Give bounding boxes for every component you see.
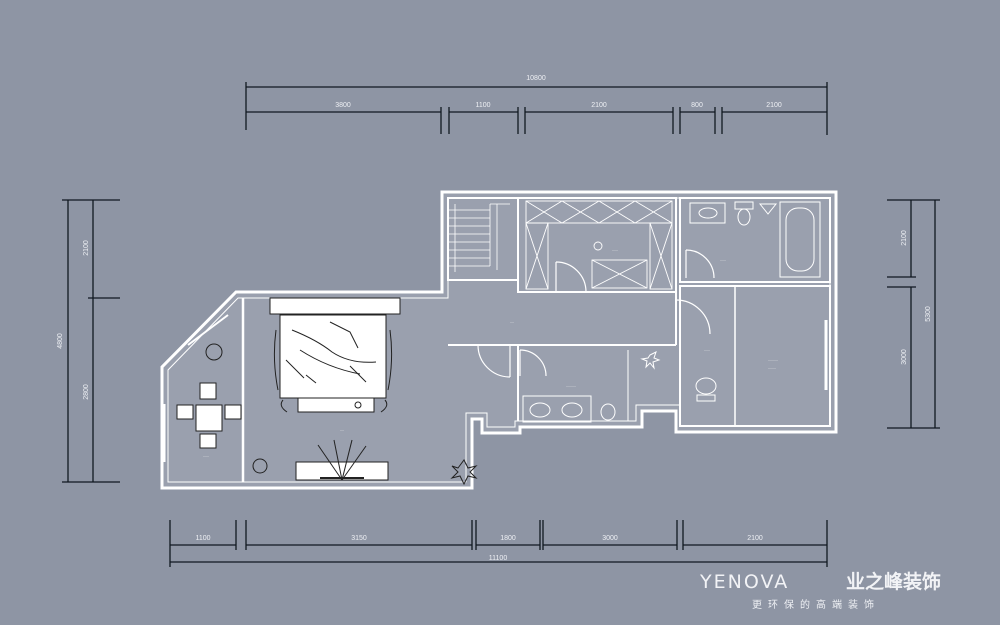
left-total-label: 4800 xyxy=(57,333,64,349)
svg-text:···: ··· xyxy=(720,258,726,264)
top-seg-4: 800 xyxy=(691,102,703,109)
svg-text:··: ·· xyxy=(340,428,344,434)
bottom-total-label: 11100 xyxy=(489,555,508,562)
brand-name-cn: 业之峰装饰 xyxy=(846,570,941,593)
bottom-dimension-chain: 1100 3150 1800 3000 2100 11100 xyxy=(169,520,828,567)
svg-text:··: ·· xyxy=(510,320,514,326)
right-seg-2: 3000 xyxy=(901,349,908,365)
left-dimension-chain: 4800 2100 2800 xyxy=(57,199,120,483)
balcony-furniture xyxy=(162,314,242,462)
svg-text:·····: ····· xyxy=(768,358,778,364)
svg-text:·····: ····· xyxy=(566,384,576,390)
bottom-seg-1: 1100 xyxy=(195,535,210,542)
top-seg-2: 1100 xyxy=(475,102,490,109)
top-total-label: 10800 xyxy=(526,75,546,82)
bottom-seg-2: 3150 xyxy=(351,535,367,542)
right-dimension-chain: 5300 2100 3000 xyxy=(887,199,940,429)
top-dimension-chain: 10800 3800 1100 2100 800 2100 xyxy=(245,75,828,135)
plant-icon xyxy=(450,459,478,486)
brand-slogan: 更环保的高端装饰 xyxy=(752,598,880,611)
brand-name-en: YENOVA xyxy=(699,571,789,593)
bottom-seg-3: 1800 xyxy=(500,535,516,542)
bathroom-top xyxy=(679,197,831,283)
door-swings xyxy=(477,249,715,378)
top-seg-3: 2100 xyxy=(591,102,607,109)
right-seg-1: 2100 xyxy=(901,230,908,246)
left-seg-1: 2100 xyxy=(83,240,90,256)
top-seg-5: 2100 xyxy=(766,102,782,109)
top-seg-1: 3800 xyxy=(335,102,351,109)
right-total-label: 5300 xyxy=(925,306,932,322)
closet xyxy=(517,197,677,293)
bottom-seg-5: 2100 xyxy=(747,535,763,542)
interior-walls: ··· ··· ··· ····· ···· ·· xyxy=(241,197,831,482)
left-seg-2: 2800 xyxy=(83,384,90,400)
svg-text:···: ··· xyxy=(203,454,209,460)
brand-logo: YENOVA 业之峰装饰 更环保的高端装饰 xyxy=(699,570,941,611)
bedroom-furniture: ·· xyxy=(252,297,401,481)
bottom-seg-4: 3000 xyxy=(602,535,618,542)
svg-text:····: ···· xyxy=(768,366,776,372)
svg-text:···: ··· xyxy=(704,348,710,354)
svg-text:···: ··· xyxy=(612,248,618,254)
